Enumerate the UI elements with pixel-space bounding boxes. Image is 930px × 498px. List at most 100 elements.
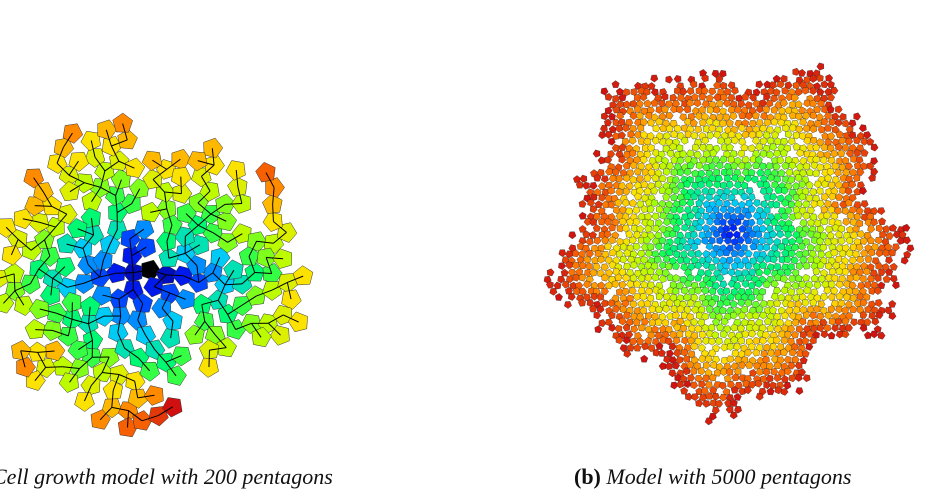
pentagon-cell <box>636 124 645 132</box>
tree-edge <box>20 350 38 353</box>
tree-edge <box>212 257 221 274</box>
pentagon-cell <box>794 100 803 109</box>
pentagon-cell <box>686 360 695 369</box>
pentagon-cell <box>878 331 886 340</box>
pentagon-cell <box>756 244 764 252</box>
pentagon-cell <box>791 318 800 327</box>
pentagon-cell <box>690 243 699 251</box>
pentagon-cell <box>255 161 276 183</box>
pentagon-cell <box>611 280 620 289</box>
tree-edge <box>154 349 167 363</box>
pentagon-cell <box>640 194 649 203</box>
pentagon-cell <box>824 262 833 271</box>
pentagon-cell <box>848 194 857 202</box>
pentagon-cell <box>824 225 833 234</box>
pentagon-cell <box>820 143 828 152</box>
tree-edge <box>197 190 211 204</box>
pentagon-cell <box>846 212 855 220</box>
pentagon-cell <box>774 186 782 195</box>
pentagon-cell <box>724 174 732 183</box>
pentagon-cell <box>772 200 781 209</box>
pentagon-cell <box>752 137 760 145</box>
pentagon-cell <box>605 167 613 176</box>
pentagon-cell <box>675 356 684 364</box>
pentagon-cell <box>679 237 688 246</box>
pentagon-cell <box>633 167 642 176</box>
pentagon-cell <box>706 106 715 114</box>
pentagon-cell <box>747 218 756 227</box>
pentagon-cell <box>780 387 789 396</box>
pentagon-cell <box>752 336 760 345</box>
pentagon-cell <box>778 207 786 215</box>
pentagon-cell <box>24 318 46 340</box>
pentagon-cell <box>729 224 738 232</box>
pentagon-cell <box>664 262 673 271</box>
tree-edge <box>68 160 79 176</box>
pentagon-cell <box>763 381 771 390</box>
tree-edge <box>272 187 275 205</box>
pentagon-cell <box>748 144 756 153</box>
tree-edge <box>272 204 274 222</box>
pentagon-cell <box>749 155 758 163</box>
pentagon-cell <box>618 317 627 326</box>
pentagon-cell <box>677 168 685 177</box>
tree-edge <box>227 304 243 315</box>
pentagon-cell <box>856 256 865 264</box>
pentagon-cell <box>795 125 804 134</box>
pentagon-cell <box>187 151 208 172</box>
pentagon-cell <box>670 381 679 390</box>
pentagon-cell <box>816 199 825 208</box>
pentagon-cell <box>849 305 857 313</box>
pentagon-cell <box>805 194 814 203</box>
pentagon-cell <box>842 218 851 226</box>
pentagon-cell <box>816 138 824 147</box>
pentagon-cell <box>59 180 80 202</box>
pentagon-cell <box>686 199 695 207</box>
pentagon-cell <box>759 211 768 219</box>
pentagon-cell <box>823 199 832 208</box>
pentagon-cell <box>658 261 667 270</box>
pentagon-cell <box>626 294 634 303</box>
pentagon-cell <box>787 361 796 370</box>
pentagon-cell <box>654 305 663 313</box>
pentagon-cell <box>734 181 742 190</box>
pentagon-cell <box>210 247 231 268</box>
pentagon-cell <box>578 273 587 282</box>
pentagon-cell <box>721 317 729 326</box>
pentagon-cell <box>701 100 710 109</box>
pentagon-cell <box>794 88 803 97</box>
pentagon-cell <box>745 288 753 297</box>
pentagon-cell <box>589 182 598 190</box>
pentagon-cell <box>726 256 734 265</box>
pentagon-cell <box>769 193 778 201</box>
pentagon-cell <box>878 217 886 225</box>
pentagon-cell <box>659 161 667 170</box>
pentagon-cell <box>655 292 664 301</box>
tree-edge <box>131 188 141 204</box>
pentagon-cell <box>701 136 710 145</box>
pentagon-cell <box>737 175 745 183</box>
pentagon-cell <box>618 280 627 289</box>
pentagon-cell <box>845 249 854 258</box>
pentagon-cell <box>733 218 742 226</box>
pentagon-cell <box>630 88 639 96</box>
pentagon-cell <box>684 130 693 139</box>
pentagon-cell <box>669 93 678 102</box>
pentagon-cell <box>611 144 620 152</box>
pentagon-cell <box>855 206 864 215</box>
pentagon-cell <box>875 299 883 307</box>
pentagon-cell <box>598 182 606 190</box>
pentagon-cell <box>712 282 721 290</box>
pentagon-cell <box>817 250 826 259</box>
tree-edge <box>44 226 57 241</box>
pentagon-cell <box>827 205 835 214</box>
pentagon-cell <box>658 275 667 284</box>
tree-edge <box>271 282 288 291</box>
pentagon-cell <box>701 74 709 83</box>
tree-edge <box>105 129 112 147</box>
pentagon-cell <box>705 205 714 214</box>
pentagon-cell <box>715 74 724 83</box>
pentagon-cell <box>864 255 873 263</box>
pentagon-cell <box>780 137 788 146</box>
pentagon-cell <box>607 200 616 209</box>
